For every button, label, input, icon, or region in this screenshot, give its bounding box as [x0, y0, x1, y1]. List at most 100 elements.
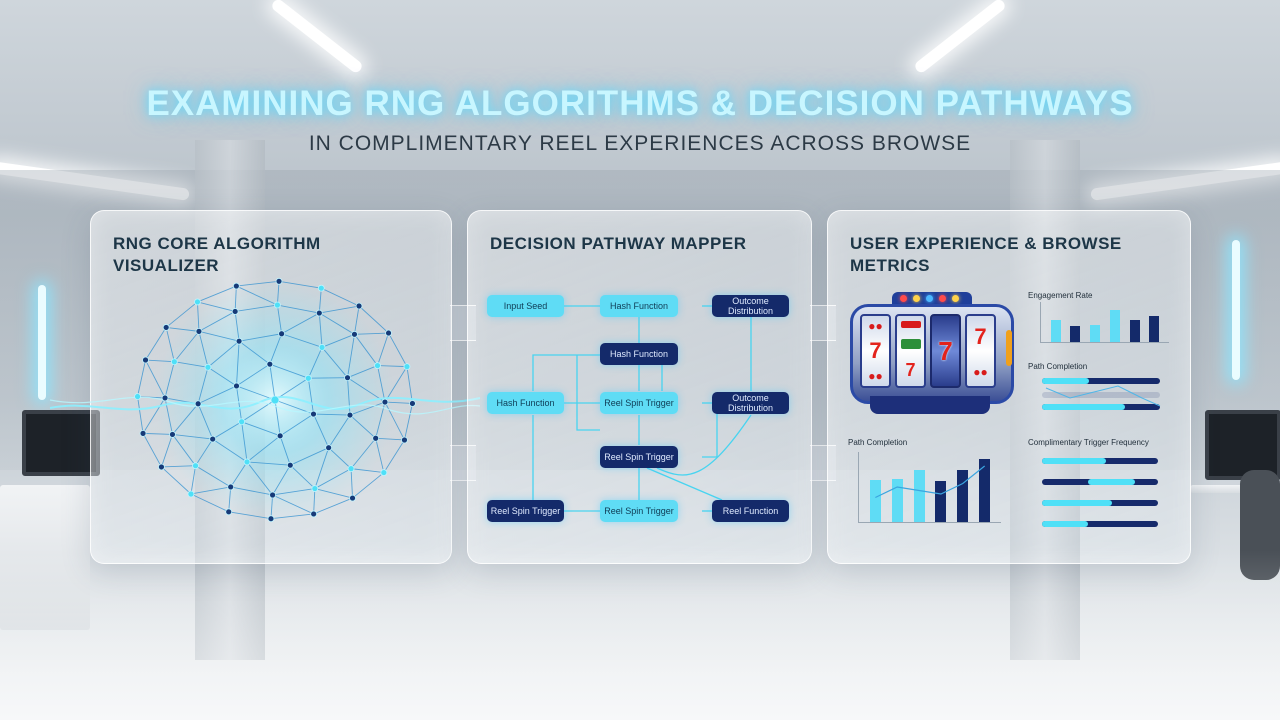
network-node	[380, 469, 388, 476]
slot-symbol-seven: 7	[974, 323, 987, 349]
network-node	[142, 356, 149, 364]
metrics-panel-title: USER EXPERIENCE & BROWSE METRICS	[850, 233, 1122, 277]
engagement-rate-chart	[1040, 302, 1169, 343]
network-node	[158, 463, 165, 471]
path-completion-top-title: Path Completion	[1028, 362, 1088, 371]
node-reel-spin-trigger-bottom-left[interactable]: Reel Spin Trigger	[487, 500, 564, 522]
node-outcome-distribution-mid[interactable]: Outcome Distribution	[712, 392, 789, 414]
node-hash-function-mid[interactable]: Hash Function	[600, 343, 678, 365]
network-node	[310, 510, 318, 518]
network-node	[403, 363, 411, 371]
slot-machine-lights	[900, 295, 959, 302]
path-bars	[859, 452, 1001, 522]
frequency-fill	[1042, 500, 1112, 506]
desk	[1190, 485, 1280, 493]
network-node	[227, 483, 235, 491]
path-completion-bar	[935, 481, 947, 522]
network-node	[349, 494, 356, 502]
bar-symbol-icon	[900, 321, 921, 329]
slot-reel: 7	[895, 314, 926, 388]
network-node	[270, 395, 280, 405]
engagement-bar	[1109, 310, 1120, 342]
network-node	[372, 434, 380, 442]
network-node	[310, 410, 317, 418]
node-reel-spin-trigger-bottom-mid[interactable]: Reel Spin Trigger	[600, 500, 678, 522]
pathway-panel-title: DECISION PATHWAY MAPPER	[490, 234, 747, 253]
signal-wave	[49, 396, 481, 415]
path-completion-bar	[891, 478, 903, 522]
network-node	[409, 400, 416, 407]
network-edges	[137, 280, 413, 520]
network-node	[192, 462, 199, 470]
network-node	[317, 284, 325, 292]
slot-symbol-seven: 7	[938, 335, 953, 366]
path-track	[1042, 378, 1160, 384]
panel-connector	[450, 305, 476, 341]
network-node	[139, 429, 147, 437]
network-node	[187, 490, 195, 498]
page-title: EXAMINING RNG ALGORITHMS & DECISION PATH…	[146, 84, 1134, 123]
engagement-bar	[1090, 325, 1101, 342]
network-node	[194, 298, 201, 306]
node-reel-function[interactable]: Reel Function	[712, 500, 789, 522]
network-node	[286, 461, 294, 469]
node-outcome-top-line2: Distribution	[727, 306, 774, 316]
node-input-seed[interactable]: Input Seed	[487, 295, 564, 317]
network-node	[374, 362, 381, 369]
slot-symbol-seven: 7	[905, 359, 916, 380]
network-node	[170, 358, 178, 366]
engagement-bar	[1129, 320, 1140, 342]
network-nodes	[134, 277, 416, 523]
pathway-connectors	[532, 305, 752, 512]
network-node	[238, 418, 246, 426]
node-reel-spin-trigger-mid[interactable]: Reel Spin Trigger	[600, 392, 678, 414]
path-track	[1042, 392, 1160, 398]
slot-lever	[1006, 330, 1012, 366]
path-completion-bottom-title: Path Completion	[848, 438, 908, 447]
panel-connector	[810, 305, 836, 341]
rng-network-graph	[49, 277, 481, 523]
path-completion-bar	[869, 480, 881, 522]
path-track	[1042, 404, 1160, 410]
trigger-frequency-chart	[1042, 458, 1162, 528]
path-completion-line	[875, 465, 986, 499]
page-subtitle: IN COMPLIMENTARY REEL EXPERIENCES ACROSS…	[308, 132, 972, 155]
network-node	[232, 282, 240, 290]
network-node	[278, 330, 286, 338]
network-node	[351, 330, 358, 338]
frequency-track	[1042, 458, 1158, 464]
frequency-fill	[1042, 521, 1089, 527]
slot-machine-base	[870, 396, 990, 414]
path-completion-chart	[858, 452, 1001, 523]
network-node	[194, 400, 202, 408]
trigger-frequency-title: Complimentary Trigger Frequency	[1028, 438, 1149, 447]
engagement-bar	[1149, 316, 1160, 342]
wall-light-strip	[38, 285, 46, 400]
node-hash-function-top[interactable]: Hash Function	[600, 295, 678, 317]
network-node	[134, 393, 141, 400]
engagement-rate-title: Engagement Rate	[1028, 291, 1093, 300]
network-node	[346, 411, 354, 419]
path-trend-line	[1045, 385, 1161, 407]
slot-machine-icon: ●● 7 ●● 7 7 7 ●●	[848, 292, 1016, 417]
desk-monitor	[1205, 410, 1280, 480]
slot-symbol-seven: 7	[869, 337, 882, 363]
rng-panel-title-line2: VISUALIZER	[113, 256, 220, 275]
engagement-bars	[1041, 302, 1169, 342]
node-outcome-mid-line1: Outcome	[732, 393, 769, 403]
slot-reel: 7 ●●	[965, 314, 996, 388]
network-node	[381, 398, 389, 406]
bar-symbol-icon	[900, 338, 921, 349]
network-node	[347, 465, 355, 473]
node-hash-function-left[interactable]: Hash Function	[487, 392, 564, 414]
network-node	[269, 491, 276, 499]
network-node	[344, 374, 351, 382]
cherry-icon: ●●	[973, 364, 988, 379]
network-node	[225, 508, 233, 516]
node-outcome-distribution-top[interactable]: Outcome Distribution	[712, 295, 789, 317]
node-reel-spin-trigger-low[interactable]: Reel Spin Trigger	[600, 446, 678, 468]
metrics-panel-title-line1: USER EXPERIENCE & BROWSE	[850, 234, 1122, 253]
network-node	[304, 374, 312, 382]
network-node	[233, 382, 240, 390]
